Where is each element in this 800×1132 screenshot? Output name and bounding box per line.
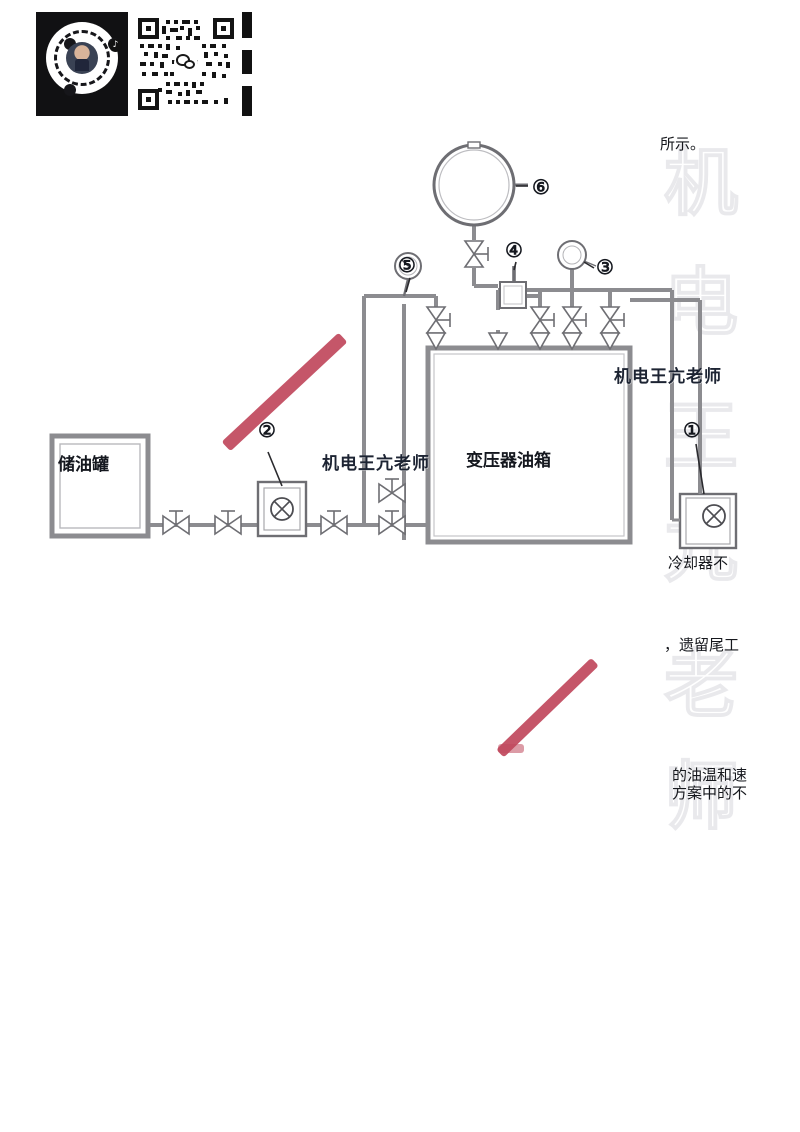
gate-valve — [426, 306, 451, 334]
gate-valve — [378, 478, 406, 503]
watermark-char: 机 — [663, 140, 739, 226]
oil-pump-unit-2 — [256, 480, 308, 538]
douyin-corner-icon — [64, 84, 76, 96]
gate-valve — [562, 306, 587, 334]
douyin-qr-code[interactable]: ♪ — [36, 12, 128, 116]
gate-valve — [530, 306, 555, 334]
callout-2: ② — [258, 418, 276, 442]
filter-unit-4 — [499, 266, 527, 309]
callout-4: ④ — [505, 238, 523, 262]
qr-finder-icon — [213, 18, 234, 39]
qr-code-block: ♪ — [36, 12, 268, 116]
oil-storage-tank — [49, 433, 151, 539]
qr-edge-bar — [242, 12, 252, 116]
pressure-gauge-5 — [394, 252, 422, 297]
pressure-gauge-3 — [557, 240, 597, 270]
qr-finder-icon — [138, 18, 159, 39]
watermark-tagline: 机电王亢老师 — [614, 367, 722, 387]
callout-5: ⑤ — [398, 253, 416, 277]
callout-leaders — [267, 185, 705, 495]
transformer-tank-label: 变压器油箱 — [466, 451, 551, 471]
watermark-tagline: 机电王亢老师 — [322, 454, 430, 474]
callout-6: ⑥ — [532, 175, 550, 199]
gate-valve — [600, 306, 625, 334]
qr-edge-gap — [242, 74, 256, 86]
gate-valve — [162, 510, 190, 535]
conservator-tank-6 — [432, 141, 528, 227]
text-fragment-residual: ，遗留尾工 — [664, 636, 740, 654]
qr-finder-icon — [138, 89, 159, 110]
gate-valve — [320, 510, 348, 535]
wechat-logo-icon — [174, 52, 198, 74]
watermark-char: 老 — [663, 642, 739, 728]
text-fragment-oil-temp: 的油温和速 — [672, 766, 748, 784]
text-fragment-plan: 方案中的不 — [672, 784, 748, 802]
oil-cooler-unit-1 — [672, 474, 738, 550]
gate-valve — [214, 510, 242, 535]
qr-edge-gap — [242, 38, 256, 50]
music-note-icon: ♪ — [109, 39, 122, 52]
watermark-char: 师 — [663, 754, 739, 840]
red-stroke-lower-tail — [498, 744, 524, 753]
gate-valve — [378, 510, 406, 535]
transformer-oil-tank — [425, 345, 633, 545]
callout-3: ③ — [596, 255, 614, 279]
wechat-qr-code[interactable] — [132, 12, 240, 116]
qr-matrix — [136, 16, 236, 112]
douyin-ring: ♪ — [46, 22, 122, 96]
oil-storage-tank-label: 储油罐 — [58, 455, 109, 475]
avatar — [66, 42, 98, 74]
callout-1: ① — [683, 418, 701, 442]
cooler-label: 冷却器不 — [668, 554, 729, 572]
gate-valve — [464, 240, 489, 268]
top-text-fragment: 所示。 — [660, 135, 706, 153]
